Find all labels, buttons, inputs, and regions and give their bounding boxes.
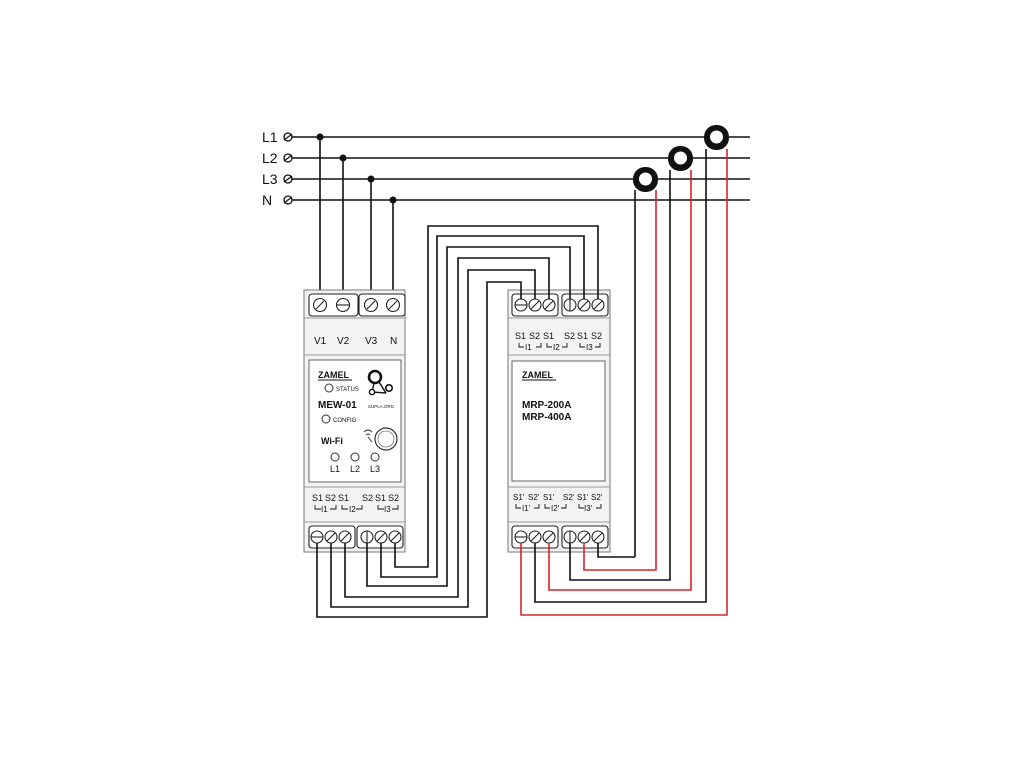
- mrp-bottom-label-2: S2': [528, 493, 540, 502]
- supla-label: SUPLA.ORG: [368, 404, 395, 409]
- mrp-group-i2-prime: I2': [551, 504, 560, 513]
- mew-model-label: MEW-01: [318, 400, 357, 411]
- mew-led-l2: [350, 452, 360, 462]
- mew-terminal-v2: V2: [337, 336, 350, 347]
- current-transformers: [633, 125, 729, 192]
- mew-wifi-label: Wi-Fi: [321, 436, 343, 446]
- mew-terminal-v1: V1: [314, 336, 327, 347]
- mrp-bottom-screws: [514, 530, 605, 544]
- mew-led-label-l3: L3: [370, 464, 380, 474]
- wire-i2-s2: [366, 246, 571, 587]
- signal-wires: [316, 225, 599, 618]
- mrp-group-i2: I2: [553, 343, 560, 352]
- ct-l3-icon: [633, 167, 658, 192]
- ct-l1-icon: [704, 125, 729, 150]
- mrp-model-label-1: MRP-200A: [522, 400, 571, 411]
- mew-bottom-label-1: S1: [312, 493, 323, 503]
- mew-brand-logo: ZAMEL: [318, 370, 349, 380]
- mew-terminal-v3: V3: [365, 336, 378, 347]
- wire-mrp-s2-return: [597, 543, 635, 558]
- ct-l2-icon: [668, 146, 693, 171]
- mew-bottom-label-3: S1: [338, 493, 349, 503]
- mew-bottom-brackets: [314, 505, 399, 510]
- wire-i3-s2: [394, 225, 599, 568]
- mew-status-led: [324, 383, 334, 393]
- mew-group-i1: I1: [321, 505, 328, 514]
- line-terminal-symbols: [283, 132, 293, 205]
- mew-led-label-l1: L1: [330, 464, 340, 474]
- mrp-bottom-label-3: S1': [543, 493, 555, 502]
- mew-status-label: STATUS: [336, 387, 359, 393]
- mrp-front-panel: [511, 360, 606, 482]
- mew-group-i3: I3: [384, 505, 391, 514]
- mew-group-i2: I2: [349, 505, 356, 514]
- wire-ct-l2-s1: [548, 170, 692, 591]
- wire-i2-s1: [344, 257, 550, 598]
- wire-i1-s1: [316, 281, 522, 618]
- mrp-group-i1-prime: I1': [522, 504, 531, 513]
- mrp-bottom-label-6: S2': [591, 493, 603, 502]
- mew-terminal-n: N: [390, 336, 397, 347]
- mrp-model-label-2: MRP-400A: [522, 412, 571, 423]
- mrp-bottom-label-1: S1': [513, 493, 525, 502]
- mrp-bottom-label-4: S2': [563, 493, 575, 502]
- wire-i3-s1: [380, 235, 585, 578]
- wire-ct-l1-s2: [534, 149, 707, 603]
- mew-module: V1 V2 V3 N ZAMEL STATUS MEW-01 CONFIG Wi…: [303, 289, 406, 553]
- line-label-n: N: [262, 192, 272, 208]
- mrp-top-label-3: S1: [543, 331, 554, 341]
- mrp-top-label-6: S2: [591, 331, 602, 341]
- line-label-l1: L1: [262, 129, 278, 145]
- mew-led-label-l2: L2: [350, 464, 360, 474]
- mew-config-button: [321, 414, 331, 424]
- mew-bottom-label-5: S1: [375, 493, 386, 503]
- wifi-button-icon: [363, 427, 398, 451]
- mew-bottom-screws: [310, 530, 402, 544]
- mrp-top-label-1: S1: [515, 331, 526, 341]
- mrp-module: S1 S2 S1 S2 S1 S2 I1 I2 I3 ZAMEL MRP-200…: [507, 289, 611, 553]
- mrp-bottom-label-5: S1': [577, 493, 589, 502]
- mew-bottom-label-4: S2: [362, 493, 373, 503]
- mrp-brand-logo: ZAMEL: [522, 370, 553, 380]
- mrp-top-label-2: S2: [529, 331, 540, 341]
- mrp-top-label-4: S2: [564, 331, 575, 341]
- mrp-group-i3: I3: [586, 343, 593, 352]
- wire-ct-l3-s1: [583, 190, 657, 571]
- mrp-group-i1: I1: [525, 343, 532, 352]
- mew-led-l1: [330, 452, 340, 462]
- mrp-top-label-5: S1: [577, 331, 588, 341]
- mew-bottom-label-2: S2: [325, 493, 336, 503]
- ct-wires: [520, 149, 728, 616]
- mew-config-label: CONFIG: [333, 418, 357, 424]
- mew-top-screws: [312, 297, 401, 313]
- mrp-bottom-brackets: [515, 504, 602, 509]
- line-label-l2: L2: [262, 150, 278, 166]
- supla-logo-icon: [367, 369, 393, 396]
- wire-ct-l2-s2: [569, 170, 671, 581]
- line-label-l3: L3: [262, 171, 278, 187]
- mew-led-l3: [370, 452, 380, 462]
- mrp-top-brackets: [518, 343, 601, 348]
- mew-bottom-label-6: S2: [388, 493, 399, 503]
- mrp-group-i3-prime: I3': [584, 504, 593, 513]
- wire-i1-s2: [330, 269, 536, 608]
- wire-ct-l1-s1: [520, 149, 728, 616]
